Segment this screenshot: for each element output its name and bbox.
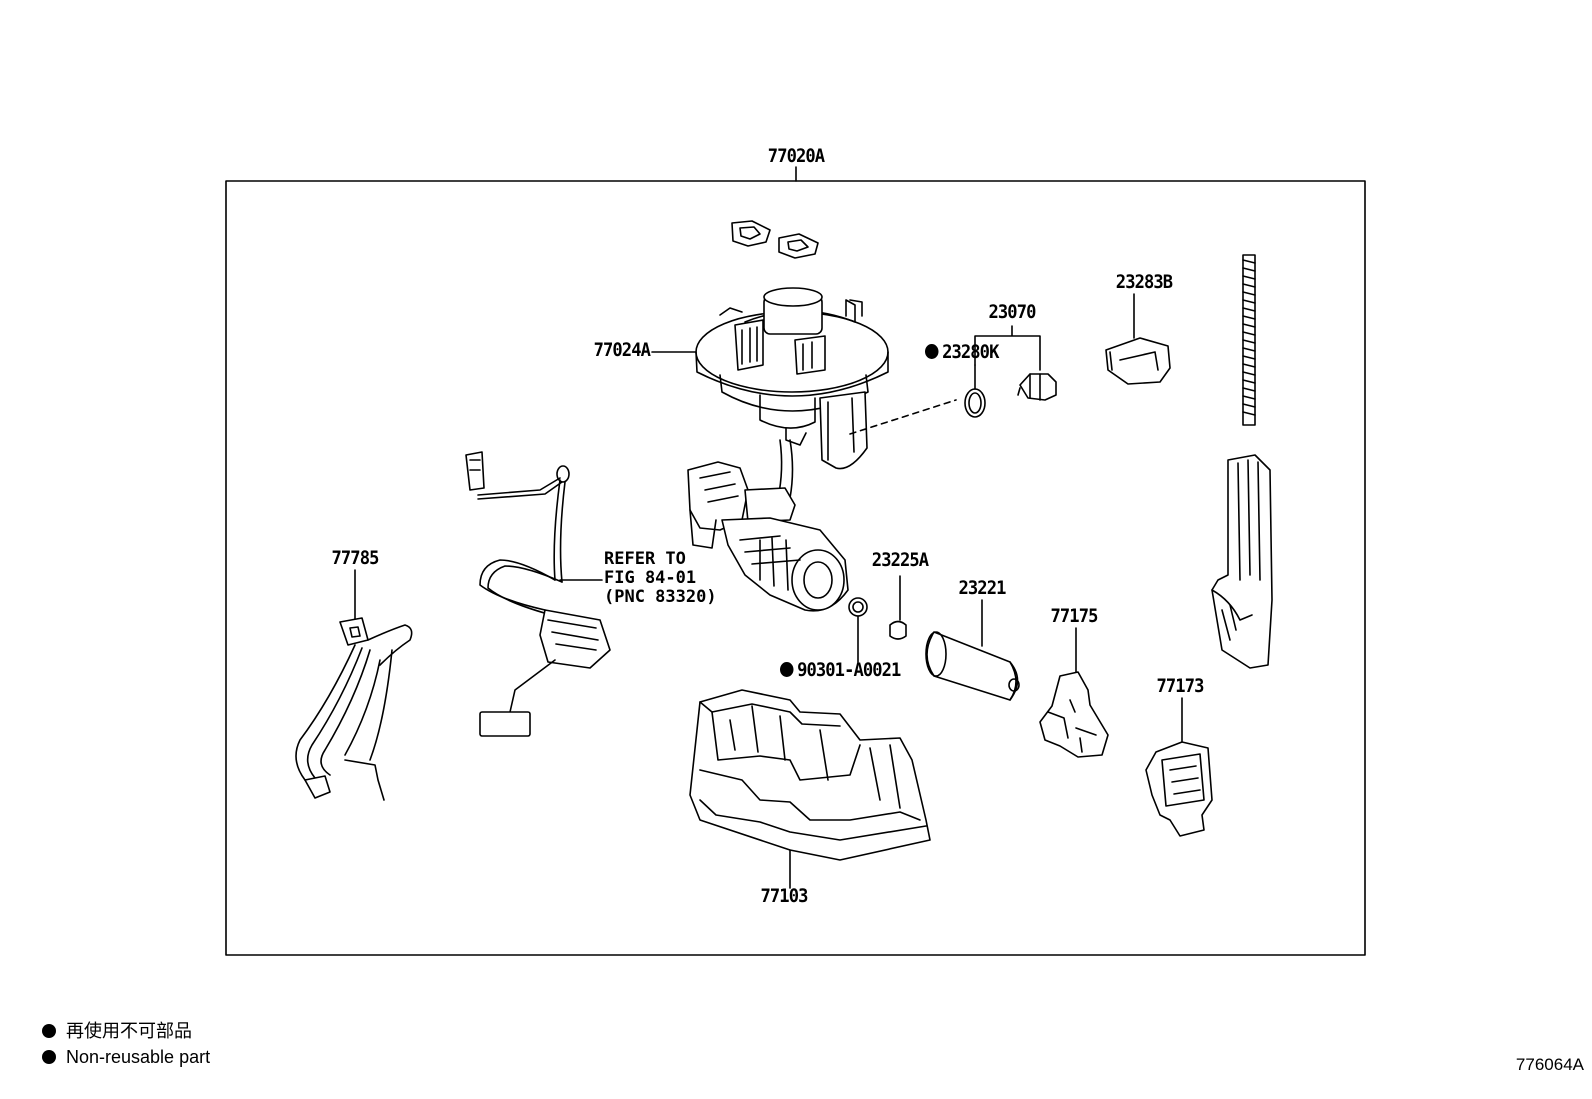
label-77024a[interactable]: 77024A bbox=[593, 339, 651, 361]
non-reusable-dot-icon bbox=[925, 344, 939, 359]
label-77173[interactable]: 77173 bbox=[1156, 675, 1205, 697]
non-reusable-dot-icon bbox=[780, 662, 794, 677]
label-77020a[interactable]: 77020A bbox=[767, 145, 825, 167]
label-23070[interactable]: 23070 bbox=[988, 301, 1037, 323]
refer-line-2: FIG 84-01 bbox=[604, 568, 697, 588]
refer-line-3: (PNC 83320) bbox=[604, 587, 717, 607]
fuel-pump-body bbox=[687, 461, 849, 612]
label-77175[interactable]: 77175 bbox=[1050, 605, 1099, 627]
refer-line-1: REFER TO bbox=[604, 549, 686, 569]
legend-jp: 再使用不可部品 bbox=[42, 1020, 192, 1042]
label-23280k[interactable]: 23280K bbox=[925, 341, 999, 363]
pump-part-23070-leader bbox=[974, 325, 1041, 371]
label-23283b[interactable]: 23283B bbox=[1115, 271, 1173, 293]
fuel-sender-gauge-assembly bbox=[695, 287, 889, 499]
vertical-bracket bbox=[1211, 454, 1273, 669]
figure-id: 776064A bbox=[1515, 1055, 1584, 1074]
oring-90301 bbox=[848, 597, 868, 617]
legend-jp-text: 再使用不可部品 bbox=[66, 1021, 192, 1041]
legend-dot-icon bbox=[42, 1024, 56, 1038]
label-77103[interactable]: 77103 bbox=[760, 885, 809, 907]
sender-wire-harness bbox=[465, 451, 611, 737]
bracket-77175 bbox=[1039, 671, 1109, 758]
legend-en-text: Non-reusable part bbox=[66, 1047, 211, 1067]
label-90301-a0021[interactable]: 90301-A0021 bbox=[780, 659, 901, 681]
label-77785[interactable]: 77785 bbox=[331, 547, 380, 569]
bracket-77173 bbox=[1145, 741, 1213, 837]
label-23221[interactable]: 23221 bbox=[958, 577, 1007, 599]
legend-dot-icon bbox=[42, 1050, 56, 1064]
label-23225a[interactable]: 23225A bbox=[871, 549, 929, 571]
threaded-rod bbox=[1242, 254, 1256, 426]
label-23280k-text: 23280K bbox=[942, 341, 999, 363]
pump-part-23070 bbox=[1017, 373, 1057, 401]
label-90301-text: 90301-A0021 bbox=[797, 659, 901, 681]
gasket-23225a bbox=[889, 620, 907, 640]
dashed-leader bbox=[849, 399, 957, 435]
clamp-23283b bbox=[1105, 337, 1171, 385]
legend-en: Non-reusable part bbox=[42, 1046, 210, 1068]
fuel-tube-77103 bbox=[689, 689, 931, 861]
fuel-filter-23221 bbox=[925, 631, 1020, 701]
wire-harness-77785 bbox=[295, 569, 413, 801]
cap-seals bbox=[731, 220, 819, 259]
